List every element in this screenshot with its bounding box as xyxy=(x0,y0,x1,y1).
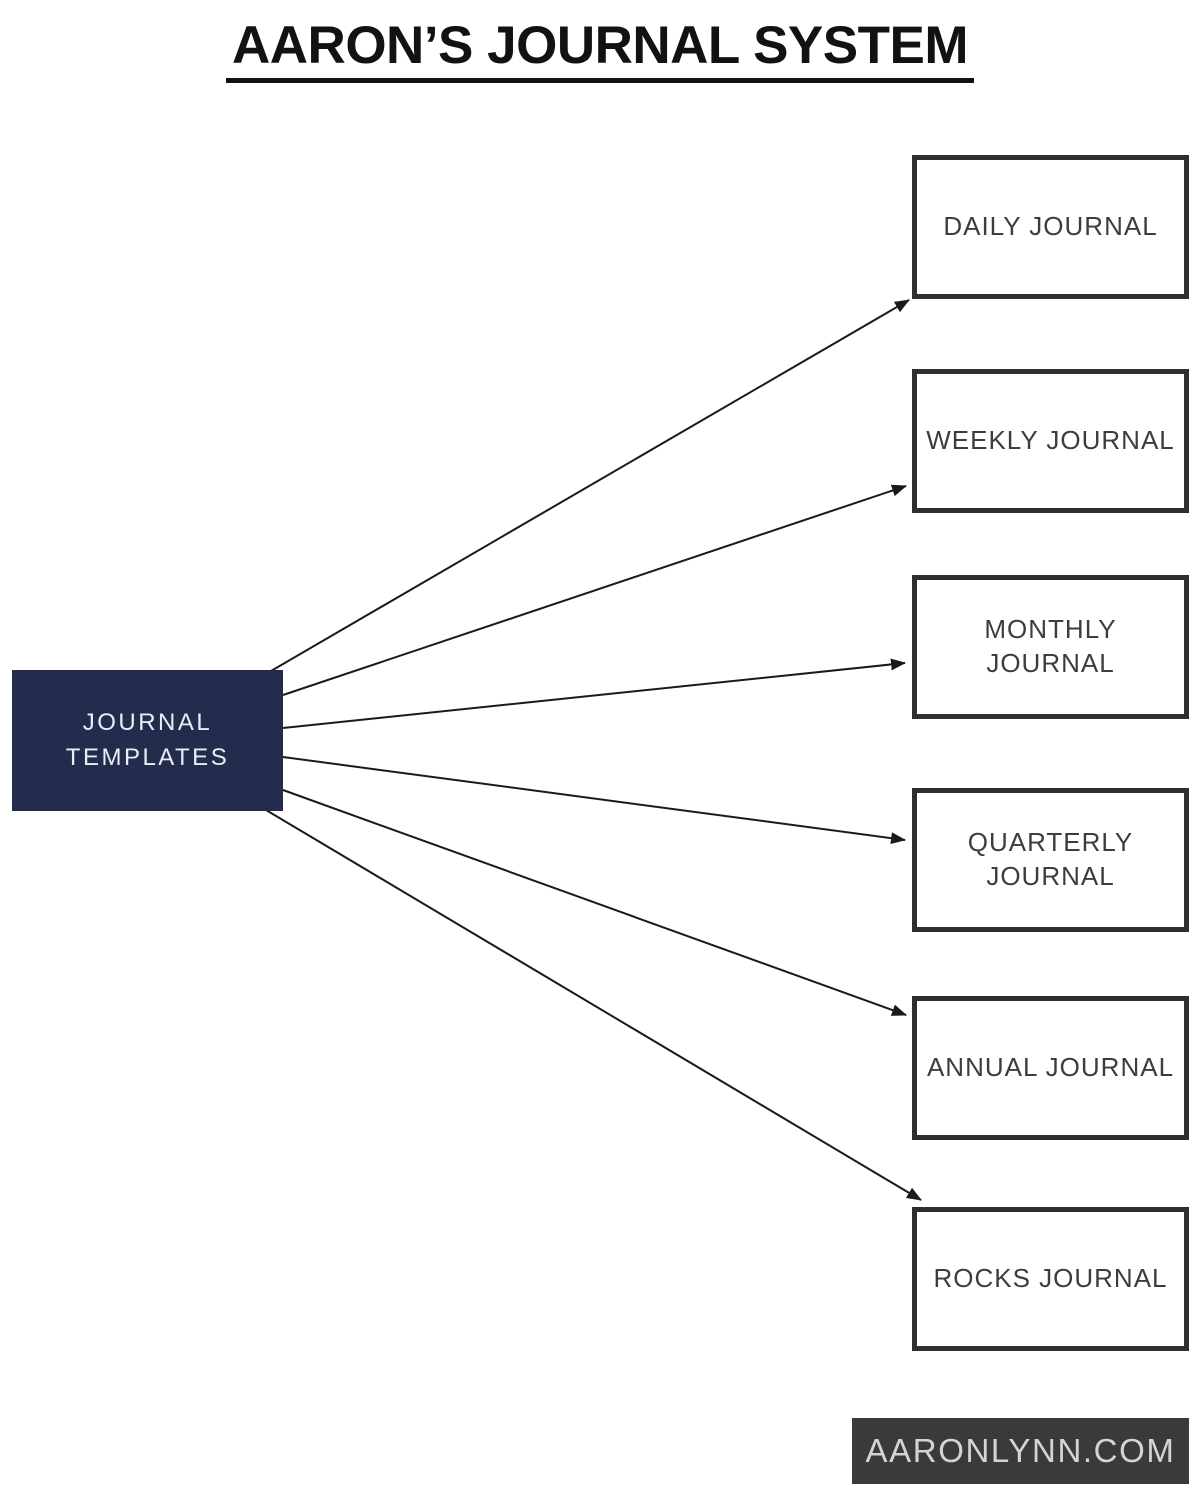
page-title: AARON’S JOURNAL SYSTEM xyxy=(226,16,974,83)
edge-to-annual-journal xyxy=(282,789,907,1016)
edge-to-monthly-journal xyxy=(282,658,906,729)
title-block: AARON’S JOURNAL SYSTEM xyxy=(0,16,1200,83)
node-label: JOURNAL TEMPLATES xyxy=(65,708,230,771)
node-label: QUARTERLY JOURNAL xyxy=(967,827,1134,891)
edge-to-quarterly-journal xyxy=(282,756,906,845)
node-label: WEEKLY JOURNAL xyxy=(926,425,1175,456)
node-label: ANNUAL JOURNAL xyxy=(926,1052,1175,1083)
node-journal-templates: JOURNAL TEMPLATES xyxy=(12,670,283,811)
node-label: ROCKS JOURNAL xyxy=(933,1263,1168,1294)
node-monthly-journal: MONTHLY JOURNAL xyxy=(912,575,1189,719)
edge-to-daily-journal xyxy=(270,299,910,672)
node-rocks-journal: ROCKS JOURNAL xyxy=(912,1207,1189,1351)
node-quarterly-journal: QUARTERLY JOURNAL xyxy=(912,788,1189,932)
node-weekly-journal: WEEKLY JOURNAL xyxy=(912,369,1189,513)
site-badge: AARONLYNN.COM xyxy=(852,1418,1189,1484)
edge-to-weekly-journal xyxy=(282,484,907,696)
node-label: MONTHLY JOURNAL xyxy=(984,614,1117,678)
node-daily-journal: DAILY JOURNAL xyxy=(912,155,1189,299)
site-badge-text: AARONLYNN.COM xyxy=(865,1432,1176,1469)
node-label: DAILY JOURNAL xyxy=(943,211,1158,242)
node-annual-journal: ANNUAL JOURNAL xyxy=(912,996,1189,1140)
edge-to-rocks-journal xyxy=(265,809,922,1201)
